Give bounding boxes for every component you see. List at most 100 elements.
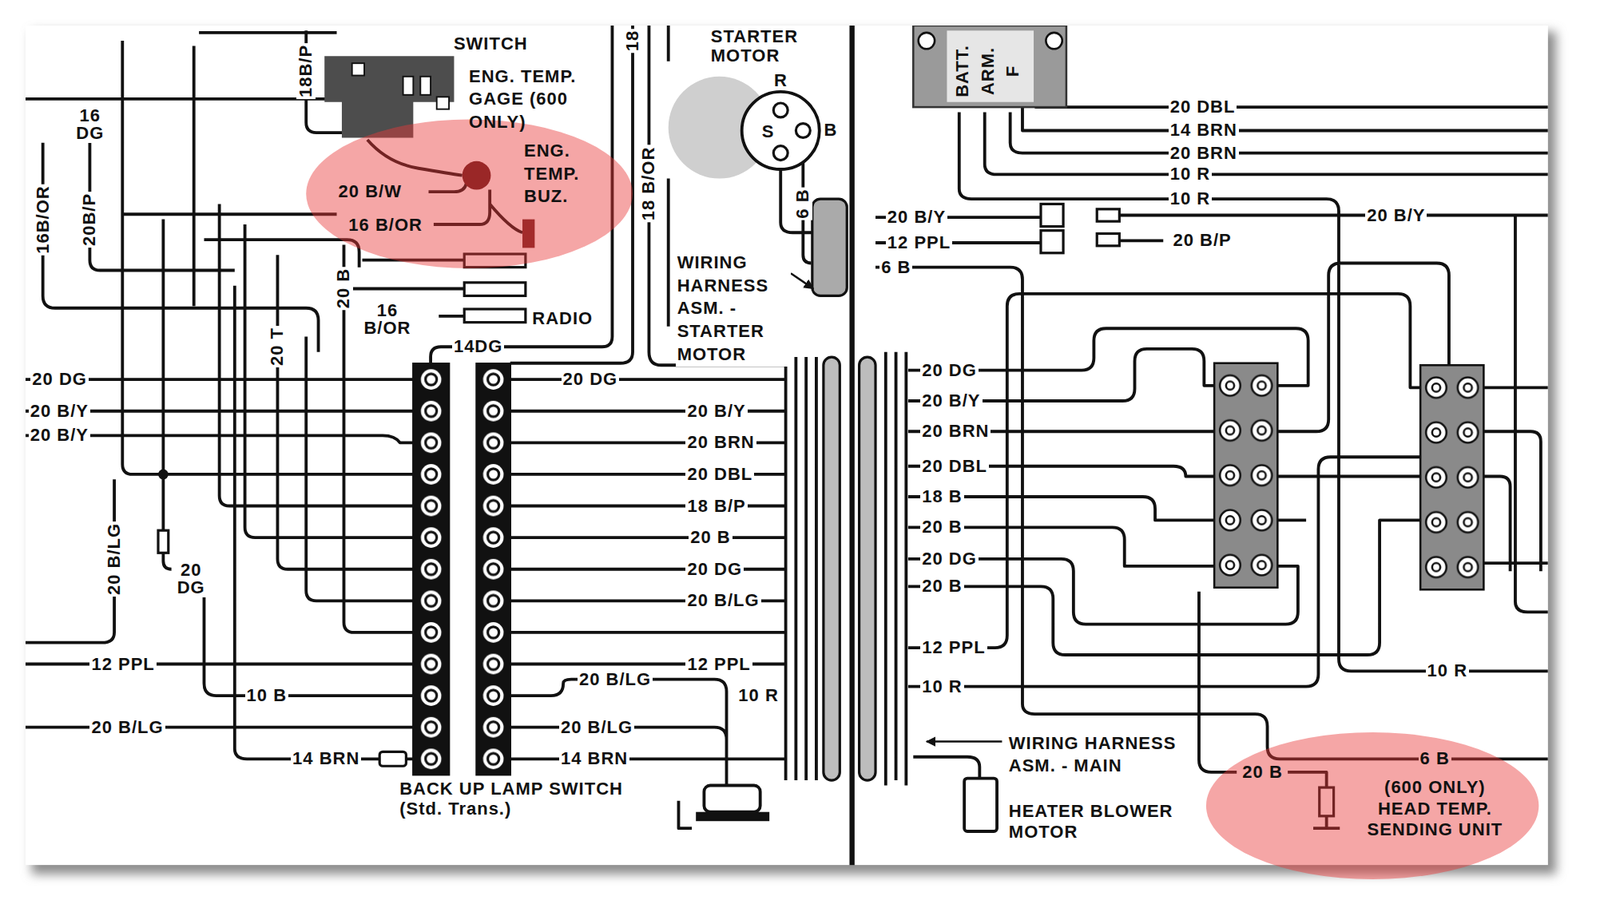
wire-label: 16 B/OR [346,215,425,235]
inline-connector [1096,233,1120,246]
component-label: STARTER MOTORRSB [709,27,842,145]
wire-label: 20 DG [561,369,620,390]
leader-arrow [926,740,1003,743]
component-text: HEATER BLOWER MOTOR [1007,801,1194,844]
wire-label: 20 DBL [685,464,755,485]
radio-connector [464,309,526,323]
wire-label: WIRING HARNESS ASM. - STARTER MOTOR [675,250,792,367]
splice-dot [158,469,169,481]
component-text: ENG. TEMP. BUZ. [522,139,607,209]
component-label: HEATER BLOWER MOTOR [1007,801,1194,846]
wiring [25,25,1549,832]
regulator-plate [946,30,1034,102]
wire-label: 14 BRN [559,749,630,769]
leader-arrow [790,273,814,289]
wire-label: 20 B/Y [1365,206,1427,226]
inline-connector [379,751,406,767]
wire-label: 20 B [920,576,964,596]
regulator-screw [1045,32,1062,49]
component-label: (600 ONLY) HEAD TEMP. SENDING UNIT [1361,777,1508,842]
connector-block [1214,363,1278,588]
connector-block [1420,365,1484,590]
wire-label: 20 DG [30,369,89,390]
inline-connector [1040,230,1064,254]
terminal-strip [412,363,449,775]
wire-label: 20 B/W [337,182,404,202]
wire-label: 16 B/OR [361,301,413,338]
solenoid-terminal [773,146,788,161]
radio-connector [464,282,526,297]
wire-label: 14 BRN [1168,120,1239,140]
wire-label: 20 B/Y [885,207,948,227]
wire-label: 12 PPL [89,655,156,675]
wire-label: 20 DG [685,559,744,580]
component-text: ARM. [979,45,997,97]
component-label: BACK UP LAMP SWITCH(Std. Trans.) [397,778,628,822]
wire-label: 18 B/OR [639,145,659,223]
wire-label: 10 R [1168,164,1212,184]
wire-label: 6 B [793,187,813,221]
solenoid-terminal [795,123,810,139]
gage-terminal [436,96,449,109]
wire-label: 12 PPL [920,638,987,658]
starter-harness-clip [812,198,847,296]
wire-label: 20 BRN [1168,143,1239,163]
wire-label: 20 T [267,325,287,368]
component-label: ENG. TEMP. BUZ. [522,139,607,211]
highlight-ellipse [1206,732,1539,880]
component-text: R [772,71,790,90]
wire-bundle [25,25,1549,829]
solenoid-terminal [773,103,788,118]
wire-label: 10 R [736,686,780,706]
starter-solenoid [742,91,820,170]
wire-label: 20 B/LG [104,521,124,597]
wire-label: 18 B/P [685,496,747,517]
wire-label: 20 B/Y [28,425,91,445]
component-text: BATT. [953,43,972,100]
wire-label: 20 B/LG [559,718,635,738]
wire-label: 20 B/LG [89,718,165,738]
component-text: STARTER MOTOR [709,27,815,64]
harness-connector [823,357,840,781]
component-label: SWITCH [452,34,533,56]
regulator-body [913,25,1067,108]
wire-label: 20 DG [920,549,979,569]
component-text: (Std. Trans.) [397,798,628,819]
wire-label: 14 BRN [290,749,362,769]
inline-connector [158,530,169,553]
highlight-ellipse [305,119,633,268]
terminal-strip [476,363,511,775]
component-text: ENG. TEMP. GAGE (600 ONLY) [467,65,587,135]
wire-label: 20 B/LG [685,591,761,611]
gage-terminal [352,63,365,76]
wire-label: 6 B [879,258,913,278]
wire-label: 10 B [245,686,289,706]
gage-terminal [403,76,414,96]
wire-label: 20 DG [175,560,207,598]
component-text: (600 ONLY) HEAD TEMP. SENDING UNIT [1361,777,1508,841]
wire-label: 20 B [688,528,732,548]
wire-label: 20 B [920,517,964,537]
inline-connector [1040,203,1064,227]
wire-label: 20 B/Y [28,401,91,421]
backup-switch [703,786,760,813]
component-text: SWITCH [452,34,533,54]
wire-label: 10 R [920,677,964,697]
wire-label: 10 R [1425,661,1469,681]
component-text: BACK UP LAMP SWITCH [397,778,628,799]
component-label: BATT.ARM.F [913,25,1067,108]
wire-label: 18B/P [296,43,316,100]
wire-label: 6 B [1418,749,1452,769]
wire-label: 20 B [333,266,354,310]
divider [849,25,854,866]
gage-terminal [420,76,431,96]
component-text: RADIO [530,309,597,329]
component-text: S [760,122,777,141]
wire-label: 14DG [452,337,505,357]
wire-label: 20 BRN [685,432,756,453]
wire-label: 20 B/Y [685,401,747,421]
inline-connector [1096,209,1120,222]
wire-label: 20 B/P [1171,230,1233,251]
wire-label: 18 [623,28,643,53]
